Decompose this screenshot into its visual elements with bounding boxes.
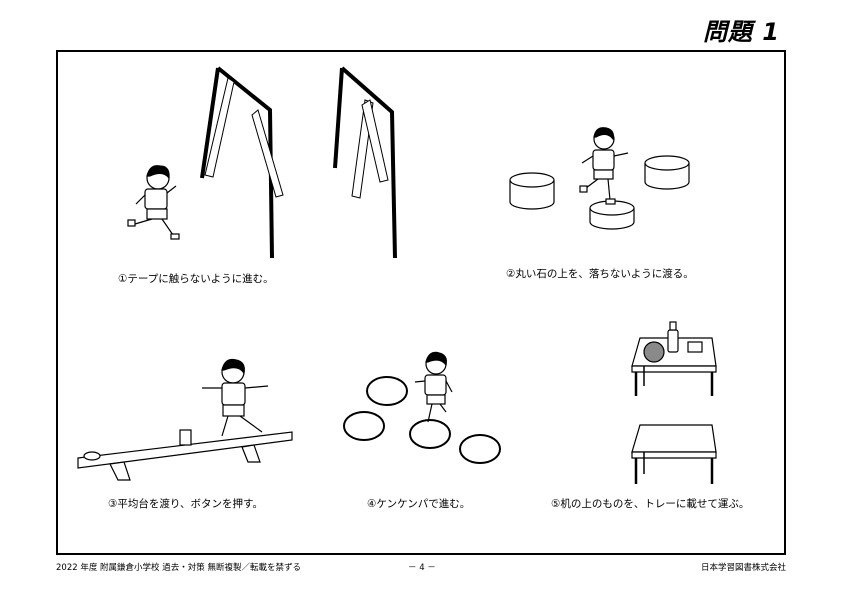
task-caption-3: ③平均台を渡り、ボタンを押す。	[108, 498, 263, 510]
tape-frame-right	[333, 66, 397, 259]
task-caption-2: ②丸い石の上を、落ちないように渡る。	[506, 268, 694, 280]
footer-left: 2022 年度 附属鎌倉小学校 過去・対策 無断複製／転載を禁ずる	[56, 563, 301, 573]
running-boy-illustration	[127, 165, 180, 240]
page-number: － 4 －	[408, 563, 436, 573]
footer-publisher: 日本学習図書株式会社	[700, 563, 786, 573]
problem-frame	[56, 50, 786, 555]
balance-beam-illustration	[77, 358, 293, 481]
task-caption-5: ⑤机の上のものを、トレーに載せて運ぶ。	[551, 498, 750, 510]
task-caption-4: ④ケンケンパで進む。	[367, 498, 471, 510]
problem-title: 問題 1	[702, 18, 780, 46]
tape-frame-left	[200, 66, 284, 259]
kenkenpa-illustration	[343, 351, 501, 464]
tables-illustration	[631, 321, 717, 484]
task-caption-1: ①テープに触らないように進む。	[118, 273, 274, 285]
round-stones-illustration	[509, 127, 690, 230]
